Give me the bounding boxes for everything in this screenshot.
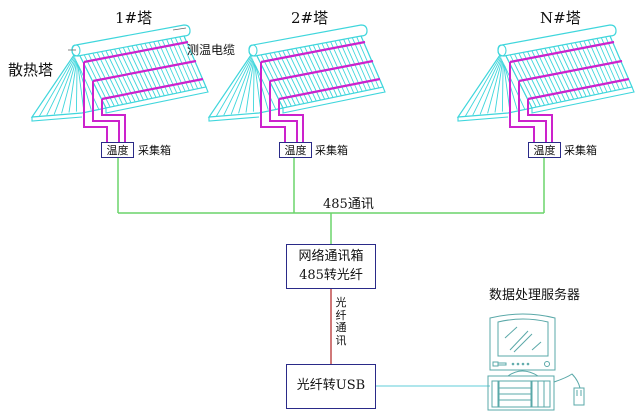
temperature-cable (278, 99, 304, 142)
tower-1-title: 1#塔 (115, 9, 153, 27)
cable-label-pointer (172, 27, 187, 31)
network-box-line1: 网络通讯箱 (298, 248, 364, 264)
usb-box-label: 光纤转USB (296, 378, 366, 394)
temperature-cable (92, 81, 120, 142)
temperature-cable (518, 81, 547, 142)
fiber-label-char: 纤 (335, 308, 347, 322)
tower-1-sensor-box: 温度 (101, 142, 134, 158)
tower-1-cooling-tower-icon (30, 24, 209, 142)
tower-2-collector-label: 采集箱 (315, 144, 348, 157)
network-comm-box: 网络通讯箱 485转光纤 (286, 244, 376, 289)
tower-n-sensor-box: 温度 (528, 142, 561, 158)
fiber-label-char: 光 (335, 296, 347, 309)
rs485-bus (117, 158, 545, 244)
temperature-cable (527, 99, 553, 142)
bus-label: 485通讯 (323, 197, 374, 212)
temperature-cable (269, 81, 298, 142)
temperature-cable (509, 62, 535, 142)
server-label: 数据处理服务器 (489, 288, 581, 303)
tower-2-title: 2#塔 (291, 9, 329, 27)
fiber-label-char: 通 (335, 321, 347, 335)
tower-1-collector-label: 采集箱 (138, 144, 171, 157)
cooling-tower-label: 散热塔 (8, 61, 54, 79)
temperature-cable (101, 99, 126, 142)
cable-label: 测温电缆 (187, 43, 236, 57)
fiber-to-usb-box: 光纤转USB (286, 364, 376, 409)
network-box-line2: 485转光纤 (299, 267, 363, 283)
temperature-cable (260, 62, 286, 142)
server-computer-icon (487, 313, 585, 411)
temperature-cable (83, 62, 108, 142)
tower-n-title: N#塔 (540, 9, 581, 27)
tower-2-sensor-box: 温度 (279, 142, 312, 158)
tower-n-cooling-tower-icon (456, 24, 635, 142)
tower-2-cooling-tower-icon (207, 24, 386, 142)
tower-n-collector-label: 采集箱 (564, 144, 597, 157)
fiber-label-char: 讯 (335, 333, 347, 347)
fiber-label: 光 纤 通 讯 (335, 296, 347, 348)
